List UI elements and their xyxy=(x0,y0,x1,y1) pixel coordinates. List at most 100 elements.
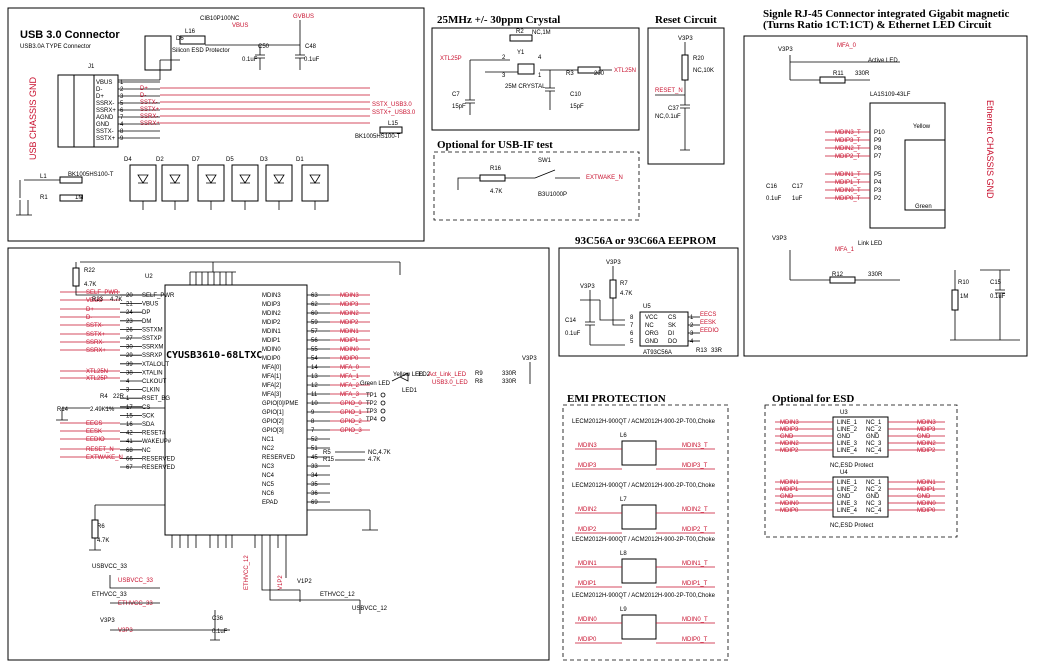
usb-chassis-ground xyxy=(16,179,60,216)
chip-right-net-label: MFA_2 xyxy=(340,383,360,389)
led-wires xyxy=(391,362,531,384)
rj45-pin-net: MDIP2_T xyxy=(835,154,861,160)
diode-ref: D7 xyxy=(192,157,200,163)
eeprom-right-pin-name: SK xyxy=(668,323,676,329)
esd-line-pin: LINE_3 xyxy=(837,441,858,447)
net-ethvcc33-b: ETHVCC_33 xyxy=(118,601,153,607)
rj45-pin-net: MDIP1_T xyxy=(835,180,861,186)
c48-ref: C48 xyxy=(305,44,317,50)
usb-pin-name: AGND xyxy=(96,115,114,121)
usb-pin-number: 4 xyxy=(120,122,124,128)
rj45-pin-net: MDIP3_T xyxy=(835,138,861,144)
chip-left-pin-number: 23 xyxy=(126,319,133,325)
c14-ref: C14 xyxy=(565,318,577,324)
chip-right-pin-name: NC4 xyxy=(262,473,275,479)
r3-value: 200 xyxy=(594,71,605,77)
r16-value: 4.7K xyxy=(490,189,502,195)
choke-net-in-n: MDIN2 xyxy=(578,507,597,513)
chip-right-net-label: MFA_3 xyxy=(340,392,360,398)
usb-pin-number: 7 xyxy=(120,115,124,121)
chip-left-net-label: SSRX+ xyxy=(86,348,106,354)
c15-ref: C15 xyxy=(990,280,1002,286)
esd-left-net: GND xyxy=(780,434,794,440)
chip-right-net-label: MDIN1 xyxy=(340,329,359,335)
chip-right-pin-number: 14 xyxy=(311,365,318,371)
net-ethvcc12-a: ETHVCC_12 xyxy=(244,555,250,590)
esd-nc-pin: GND xyxy=(866,494,880,500)
esd-left-net: MDIP1 xyxy=(780,487,799,493)
r11-resistor xyxy=(819,76,846,84)
rj45-pin-net: MDIP0_T xyxy=(835,196,861,202)
c7-value: 15pF xyxy=(452,104,466,110)
c16-ref: C16 xyxy=(766,184,778,190)
c48-value: 0.1uF xyxy=(304,57,320,63)
usb-pin-name: D+ xyxy=(96,94,104,100)
choke-label-3: LECM2012H-900QT / ACM2012H-900-2P-T00,Ch… xyxy=(572,537,716,543)
testpoint-label: TP1 xyxy=(366,393,378,399)
sw1-switch xyxy=(534,169,560,179)
testpoint-circle xyxy=(380,392,386,398)
j2-part: LA1S109-43LF xyxy=(870,92,911,98)
eeprom-right-pin-name: DO xyxy=(668,339,677,345)
esd-right-net: MDIP1 xyxy=(917,487,936,493)
rj45-pin-number: P2 xyxy=(874,196,882,202)
chip-right-pin-name: MDIP2 xyxy=(262,320,281,326)
chip-right-pin-name: MFA[3] xyxy=(262,392,281,398)
esd-line-pin: GND xyxy=(837,494,851,500)
c37-ref: C37 xyxy=(668,106,680,112)
diode-ref: D3 xyxy=(260,157,268,163)
r4-ref: R4 xyxy=(100,394,108,400)
choke-net-out-p: MDIP0_T xyxy=(682,637,708,643)
esd-right-net: MDIP2 xyxy=(917,448,936,454)
esd-nc-pin: NC_2 xyxy=(866,487,882,493)
esd-nc-pin: GND xyxy=(866,434,880,440)
diode-ref: D4 xyxy=(124,157,132,163)
r12-ref: R12 xyxy=(832,272,844,278)
usb-net-label: D+ xyxy=(140,86,148,92)
chip-left-pin-number: 27 xyxy=(126,336,133,342)
esd-nc-pin: NC_3 xyxy=(866,501,882,507)
choke-body xyxy=(621,504,657,530)
chip-right-net-label: GPIO_1 xyxy=(340,410,362,416)
chip-left-pin-name: SSTXP xyxy=(142,336,162,342)
chip-left-pin-name: RESET# xyxy=(142,431,166,437)
testpoint-label: TP4 xyxy=(366,417,378,423)
chip-left-pin-name: DP xyxy=(142,310,150,316)
chip-top-gnd xyxy=(80,261,401,285)
chip-right-nets: MDIN3MDIP3MDIN2MDIP2MDIN1MDIP1MDIN0MDIP0… xyxy=(330,293,370,434)
c10-value: 15pF xyxy=(570,104,584,110)
diode-ref: D2 xyxy=(156,157,164,163)
esd-array-body xyxy=(832,476,889,518)
chip-v3p3-right: V3P3 xyxy=(522,356,537,362)
usb3-title: USB 3.0 Connector xyxy=(20,29,120,41)
choke-wires xyxy=(575,566,715,588)
eeprom-left-pin-number: 7 xyxy=(630,323,634,329)
esd-line-pin: LINE_2 xyxy=(837,487,858,493)
r3-ref: R3 xyxy=(566,71,574,77)
chip-left-pin-name: CLKIN xyxy=(142,388,160,394)
choke-ref: L6 xyxy=(620,433,627,439)
sw1-ref: SW1 xyxy=(538,158,552,164)
eeprom-right-pin-number: 1 xyxy=(690,315,694,321)
chip-right-pin-name: EPAD xyxy=(262,500,279,506)
y1-pin3: 3 xyxy=(502,73,506,79)
c36-ref: C36 xyxy=(212,616,224,622)
chip-right-pin-number: 45 xyxy=(311,455,318,461)
chip-right-pin-number: 57 xyxy=(311,329,318,335)
usb-pin-name: GND xyxy=(96,122,110,128)
chip-right-pin-name: MDIP1 xyxy=(262,338,281,344)
chip-bottom-pins xyxy=(171,535,287,548)
net-extwake: EXTWAKE_N xyxy=(586,175,623,181)
crystal-wires xyxy=(465,59,612,115)
r8-ref: R8 xyxy=(475,379,483,385)
chip-right-pin-name: MDIP0 xyxy=(262,356,281,362)
usb-pin-name: SSRX+ xyxy=(96,108,116,114)
esd-part: NC,ESD Protect xyxy=(830,523,874,529)
diode-symbol xyxy=(309,174,321,184)
active-led-label: Active LED xyxy=(868,58,898,64)
chip-left-net-label: VBUS xyxy=(86,298,102,304)
c50-ref: C50 xyxy=(258,44,270,50)
l16-ref: L16 xyxy=(185,29,196,35)
testpoint-label: TP3 xyxy=(366,409,378,415)
